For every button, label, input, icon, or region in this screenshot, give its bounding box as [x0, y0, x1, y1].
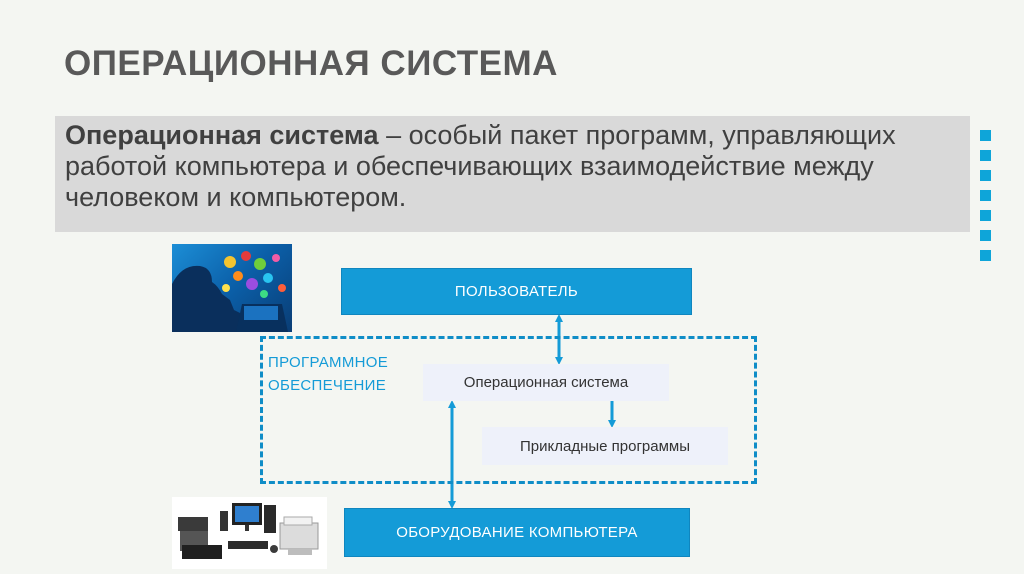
user-image [172, 244, 292, 332]
hardware-box: ОБОРУДОВАНИЕ КОМПЬЮТЕРА [344, 508, 690, 557]
apps-box: Прикладные программы [482, 427, 728, 465]
software-group-label: ПРОГРАММНОЕ ОБЕСПЕЧЕНИЕ [268, 351, 388, 397]
hardware-image [172, 497, 327, 569]
square-icon [980, 150, 991, 161]
definition-body: – особый пакет программ, управляющих раб… [65, 120, 896, 212]
definition-box [55, 116, 970, 232]
definition-text: Операционная система – особый пакет прог… [65, 120, 955, 213]
slide-title: ОПЕРАЦИОННАЯ СИСТЕМА [64, 44, 558, 83]
square-icon [980, 250, 991, 261]
square-icon [980, 170, 991, 181]
square-icon [980, 210, 991, 221]
software-group-label-line1: ПРОГРАММНОЕ [268, 354, 389, 371]
user-box: ПОЛЬЗОВАТЕЛЬ [341, 268, 692, 315]
os-box: Операционная система [423, 364, 669, 401]
square-icon [980, 130, 991, 141]
decorative-squares [980, 130, 991, 270]
square-icon [980, 190, 991, 201]
square-icon [980, 230, 991, 241]
software-group-frame [260, 336, 757, 484]
software-group-label-line2: ОБЕСПЕЧЕНИЕ [268, 377, 387, 394]
definition-term: Операционная система [65, 120, 379, 150]
